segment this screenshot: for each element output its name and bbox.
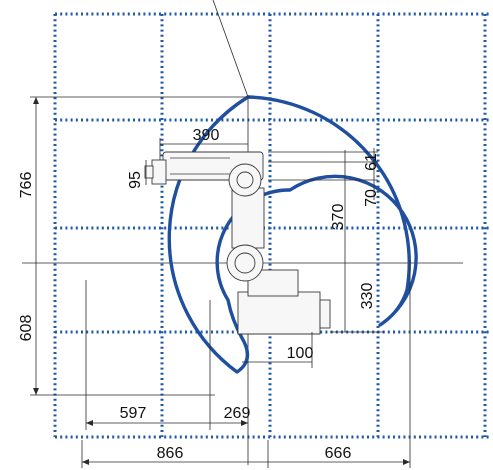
working-envelope-outline — [167, 95, 418, 374]
label-100: 100 — [287, 345, 314, 362]
label-597: 597 — [120, 405, 147, 422]
label-608: 608 — [18, 315, 35, 342]
reference-grid — [53, 12, 489, 439]
label-370: 370 — [330, 204, 347, 231]
dimension-labels: 766 608 390 95 61 70 370 330 100 597 269… — [18, 127, 380, 462]
label-390: 390 — [193, 127, 220, 144]
label-666: 666 — [325, 445, 352, 462]
label-95: 95 — [127, 171, 144, 189]
label-269: 269 — [224, 405, 251, 422]
label-70: 70 — [363, 189, 380, 207]
label-766: 766 — [18, 172, 35, 199]
label-866: 866 — [157, 445, 184, 462]
label-61: 61 — [363, 153, 380, 171]
dimension-lines — [30, 96, 411, 468]
robot-arm — [144, 151, 331, 335]
label-330: 330 — [359, 283, 376, 310]
